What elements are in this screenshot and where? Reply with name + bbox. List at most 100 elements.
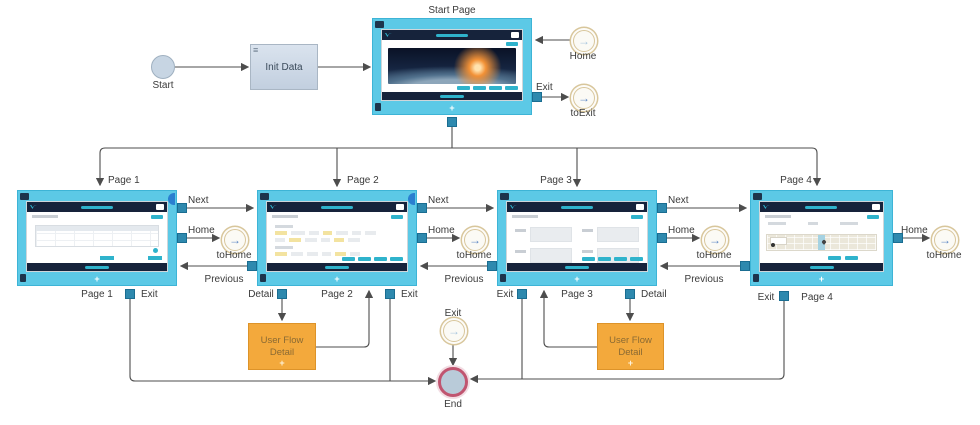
to-home-label: toHome <box>696 250 732 261</box>
window-grid-icon <box>500 193 509 200</box>
previous-port[interactable] <box>487 261 497 271</box>
exit-port[interactable] <box>125 289 135 299</box>
previous-port[interactable] <box>740 261 750 271</box>
end-label: End <box>444 399 462 410</box>
to-home-event-icon[interactable]: → <box>934 229 956 251</box>
frame-badge-icon <box>753 274 759 282</box>
bottom-button <box>99 256 114 260</box>
frame-badge-icon <box>20 274 26 282</box>
page-1-label: Page 1 <box>81 289 113 300</box>
home-port[interactable] <box>177 233 187 243</box>
corner-badge-icon <box>408 193 415 205</box>
page-4-node[interactable]: + <box>750 190 893 286</box>
top-action-button <box>391 215 403 219</box>
to-home-label: toHome <box>926 250 962 261</box>
breadcrumb-bar <box>272 215 298 218</box>
start-page-node[interactable]: + <box>372 18 532 115</box>
expand-button[interactable]: + <box>574 274 580 285</box>
header-button <box>511 32 519 38</box>
exit-edge-label: Exit <box>141 289 158 300</box>
to-exit-event-icon[interactable]: → <box>573 87 595 109</box>
menu-icon: ≡ <box>253 45 259 55</box>
init-data-node[interactable]: ≡ Init Data <box>250 44 318 90</box>
home-edge-label: Home <box>188 225 215 236</box>
home-port[interactable] <box>893 233 903 243</box>
to-exit-label: toExit <box>570 108 596 119</box>
detail-edge-label: Detail <box>641 289 667 300</box>
arrow-icon: → <box>229 233 241 247</box>
next-edge-label: Next <box>428 195 449 206</box>
to-home-label: toHome <box>456 250 492 261</box>
page-3-label: Page 3 <box>561 289 593 300</box>
home-port[interactable] <box>417 233 427 243</box>
home-event-icon[interactable]: → <box>573 30 595 52</box>
site-logo-icon <box>385 33 392 37</box>
corner-badge-icon <box>168 193 175 205</box>
table-content <box>27 212 167 263</box>
arrow-icon: → <box>448 324 460 338</box>
page-1-node[interactable]: + <box>17 190 177 286</box>
user-flow-detail-node[interactable]: User Flow Detail + <box>248 323 316 370</box>
ufd-label-line2: Detail <box>618 346 643 358</box>
page-1-preview <box>26 201 168 272</box>
detail-edge-label: Detail <box>248 289 274 300</box>
map-control-icon <box>771 243 775 247</box>
next-port[interactable] <box>177 203 187 213</box>
exit-edge-label: Exit <box>536 82 553 93</box>
exit-port[interactable] <box>385 289 395 299</box>
home-port[interactable] <box>657 233 667 243</box>
exit-port[interactable] <box>517 289 527 299</box>
to-home-event-icon[interactable]: → <box>704 229 726 251</box>
page-4-label: Page 4 <box>801 292 833 303</box>
expand-button[interactable]: + <box>818 274 825 285</box>
page-2-label: Page 2 <box>321 289 353 300</box>
record-group <box>275 246 399 259</box>
filter-fields <box>768 222 875 225</box>
detail-port[interactable] <box>277 289 287 299</box>
exit-event-icon[interactable]: → <box>443 320 465 342</box>
expand-button[interactable]: + <box>279 357 285 368</box>
top-action-button <box>151 215 163 219</box>
window-grid-icon <box>753 193 762 200</box>
breadcrumb-bar <box>765 215 791 218</box>
home-edge-label: Home <box>901 225 928 236</box>
ufd-label-line1: User Flow <box>260 334 304 346</box>
start-event-node[interactable] <box>151 55 175 79</box>
window-grid-icon <box>260 193 269 200</box>
expand-button[interactable]: + <box>334 274 340 285</box>
start-page-bottom-port[interactable] <box>447 117 457 127</box>
expand-button[interactable]: + <box>449 103 455 114</box>
previous-port[interactable] <box>247 261 257 271</box>
record-group <box>275 225 399 245</box>
arrow-icon: → <box>578 34 590 48</box>
action-buttons <box>342 257 403 261</box>
end-event-node[interactable] <box>438 367 468 397</box>
previous-edge-label: Previous <box>684 274 724 285</box>
exit-port[interactable] <box>779 291 789 301</box>
next-port[interactable] <box>657 203 667 213</box>
form-content <box>507 212 647 263</box>
expand-button[interactable]: + <box>627 357 634 368</box>
home-edge-label: Home <box>668 225 695 236</box>
to-home-event-icon[interactable]: → <box>224 229 246 251</box>
frame-badge-icon <box>375 103 381 111</box>
page-3-node[interactable]: + <box>497 190 657 286</box>
start-page-content <box>382 40 522 92</box>
page-3-preview <box>506 201 648 272</box>
window-grid-icon <box>375 21 384 28</box>
to-home-event-icon[interactable]: → <box>464 229 486 251</box>
page-2-node[interactable]: + <box>257 190 417 286</box>
hero-image <box>388 48 516 84</box>
action-buttons <box>582 257 643 261</box>
detail-port[interactable] <box>625 289 635 299</box>
next-port[interactable] <box>417 203 427 213</box>
browser-header <box>382 30 522 40</box>
form-fields <box>515 227 639 263</box>
exit-port[interactable] <box>532 92 542 102</box>
previous-edge-label: Previous <box>444 274 484 285</box>
window-grid-icon <box>20 193 29 200</box>
expand-button[interactable]: + <box>94 274 100 285</box>
user-flow-detail-node[interactable]: User Flow Detail + <box>597 323 664 370</box>
arrow-icon: → <box>709 233 721 247</box>
action-buttons <box>457 86 518 90</box>
